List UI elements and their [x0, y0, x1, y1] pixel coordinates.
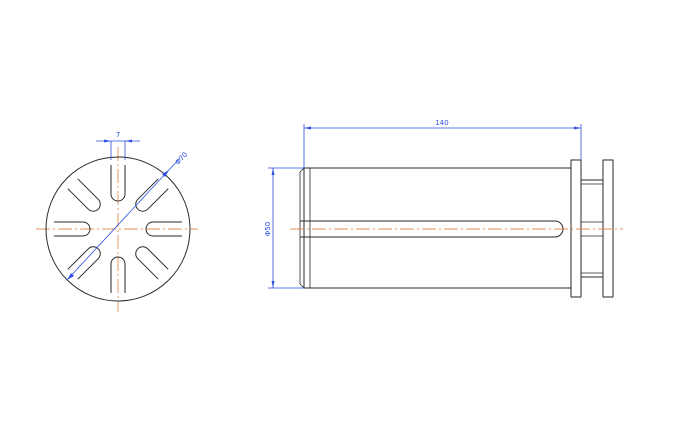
- chamfer-bottom: [299, 283, 305, 289]
- end-view: 7 Φ70: [36, 131, 198, 312]
- radial-slot: [145, 221, 182, 237]
- end-diameter-label: Φ70: [174, 151, 190, 167]
- cylinder-body: [303, 167, 572, 289]
- flange-hub: [580, 179, 604, 278]
- length-arrow-right: [574, 126, 581, 130]
- end-diameter-leader: [66, 157, 181, 281]
- radial-slots: [54, 165, 182, 293]
- length-arrow-left: [304, 126, 311, 130]
- slot-width-label: 7: [116, 131, 120, 139]
- radial-slot: [135, 246, 169, 280]
- flange-plate: [570, 159, 582, 298]
- diameter-arrow-bottom: [271, 281, 275, 288]
- end-view-outer-circle: [45, 156, 191, 302]
- diameter-arrow-top: [271, 168, 275, 175]
- end-diameter-arrow-upper: [162, 170, 169, 177]
- radial-slot: [135, 178, 169, 212]
- side-diameter-label: Φ50: [264, 222, 272, 236]
- radial-slot: [110, 256, 126, 293]
- slot-width-arrow-right: [125, 139, 132, 143]
- side-view: 140 Φ50: [264, 119, 623, 298]
- end-diameter-dimension: Φ70: [66, 151, 190, 281]
- radial-slot: [54, 221, 91, 237]
- radial-slot: [110, 165, 126, 202]
- flange-back-plate: [602, 159, 614, 298]
- end-diameter-arrow-lower: [67, 273, 74, 280]
- chamfer-top: [299, 167, 305, 173]
- side-diameter-dimension: Φ50: [264, 167, 304, 289]
- radial-slot: [67, 246, 101, 280]
- slot-width-dimension: 7: [96, 131, 140, 160]
- length-label: 140: [435, 119, 448, 127]
- slot-width-arrow-left: [104, 139, 111, 143]
- radial-slot: [67, 178, 101, 212]
- length-dimension: 140: [303, 119, 582, 168]
